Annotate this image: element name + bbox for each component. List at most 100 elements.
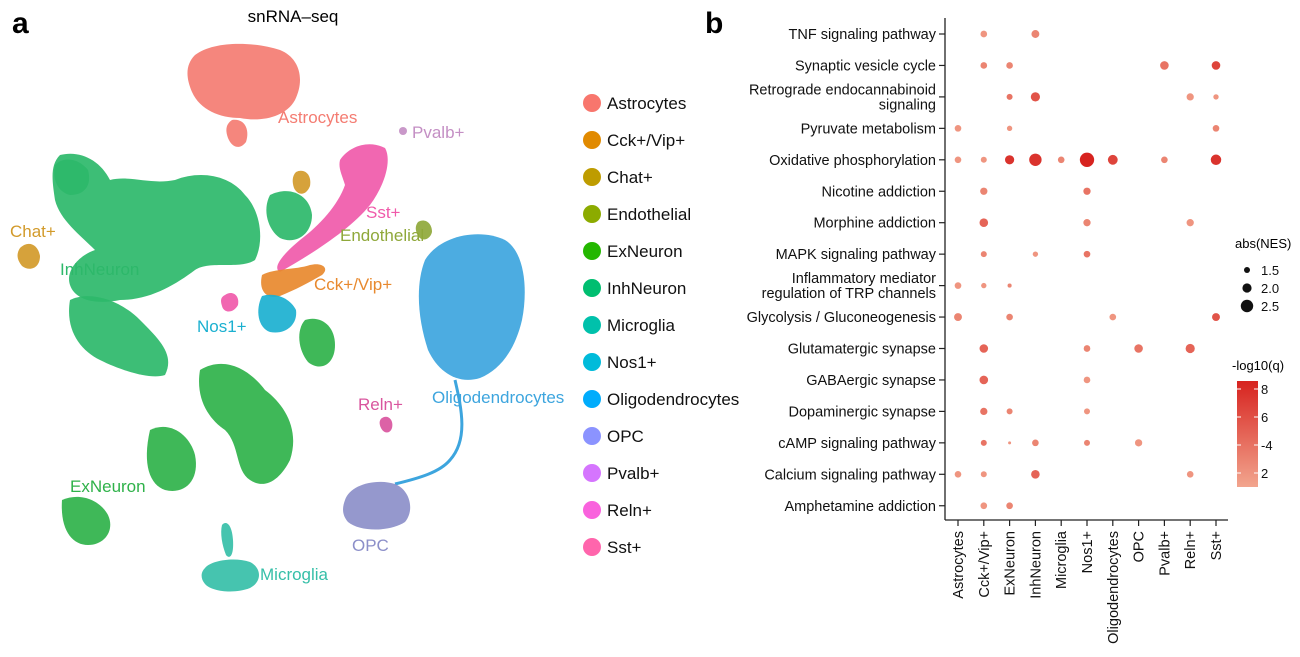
- label-astrocytes: Astrocytes: [278, 108, 357, 127]
- cluster-pvalb: [399, 127, 407, 135]
- label-cck: Cck+/Vip+: [314, 275, 392, 294]
- legend-swatch-3: [583, 205, 601, 223]
- label-reln: Reln+: [358, 395, 403, 414]
- dot-47: [1008, 441, 1012, 445]
- y-tick-label-6: Morphine addiction: [813, 216, 936, 232]
- label-pvalb: Pvalb+: [412, 123, 465, 142]
- dot-13: [954, 156, 962, 164]
- dot-41: [979, 375, 989, 385]
- panel-b-letter: b: [705, 7, 723, 40]
- legend-label-9: OPC: [607, 427, 644, 446]
- x-tick-label-3: InhNeuron: [1028, 531, 1044, 599]
- dot-56: [1006, 502, 1013, 510]
- dot-7: [1030, 92, 1040, 102]
- label-sst: Sst+: [366, 203, 401, 222]
- y-tick-label-9: Glycolysis / Gluconeogenesis: [747, 310, 936, 326]
- x-tick-label-1: Cck+/Vip+: [977, 531, 993, 598]
- dot-39: [1134, 344, 1143, 353]
- dot-20: [1161, 156, 1168, 164]
- dot-53: [1031, 470, 1040, 479]
- y-tick-label-7: MAPK signaling pathway: [776, 247, 937, 263]
- color-legend-title: -log10(q): [1232, 358, 1284, 373]
- legend-label-10: Pvalb+: [607, 464, 660, 483]
- color-legend-bar: [1237, 381, 1258, 487]
- legend-swatch-10: [583, 464, 601, 482]
- panel-a: a snRNA–seq: [10, 7, 739, 592]
- y-tick-label-1: Synaptic vesicle cycle: [795, 58, 936, 74]
- size-legend-dot-2: [1240, 299, 1254, 313]
- dot-22: [980, 187, 988, 195]
- dot-36: [1212, 313, 1220, 322]
- dot-29: [1083, 250, 1091, 258]
- umap-title: snRNA–seq: [248, 7, 339, 26]
- y-tick-label-14: Calcium signaling pathway: [764, 467, 936, 483]
- cluster-exneuron-4: [299, 318, 335, 367]
- cluster-reln: [379, 416, 393, 433]
- label-opc: OPC: [352, 536, 389, 555]
- label-chat: Chat+: [10, 222, 56, 241]
- dot-48: [1032, 439, 1039, 447]
- x-tick-label-8: Pvalb+: [1157, 531, 1173, 576]
- dot-21: [1210, 154, 1222, 166]
- label-exneuron: ExNeuron: [70, 477, 146, 496]
- color-legend: -log10(q) 86-42: [1232, 358, 1284, 487]
- dot-12: [1212, 125, 1220, 132]
- dot-32: [1007, 283, 1012, 288]
- legend-label-3: Endothelial: [607, 205, 691, 224]
- color-tick-label-2: -4: [1261, 438, 1273, 453]
- legend-swatch-11: [583, 501, 601, 519]
- dot-17: [1057, 156, 1065, 164]
- dot-55: [980, 502, 988, 510]
- legend-swatch-8: [583, 390, 601, 408]
- y-tick-label-13: cAMP signaling pathway: [778, 436, 936, 452]
- x-tick-label-0: Astrocytes: [951, 531, 967, 599]
- dot-46: [980, 439, 987, 446]
- dot-5: [1211, 61, 1221, 70]
- label-inhneuron: InhNeuron: [60, 260, 139, 279]
- dot-43: [980, 407, 988, 416]
- dot-14: [980, 156, 987, 163]
- x-tick-label-4: Microglia: [1054, 530, 1070, 589]
- legend-label-5: InhNeuron: [607, 279, 686, 298]
- dot-31: [981, 282, 987, 289]
- cluster-inhneuron-4: [266, 191, 312, 241]
- legend-label-8: Oligodendrocytes: [607, 390, 739, 409]
- dot-11: [1006, 125, 1013, 132]
- x-tick-label-7: OPC: [1132, 531, 1148, 562]
- legend-swatch-5: [583, 279, 601, 297]
- dot-18: [1079, 152, 1095, 167]
- size-legend-title: abs(NES): [1235, 236, 1291, 251]
- size-legend-label-1: 2.0: [1261, 281, 1279, 296]
- dot-30: [954, 282, 962, 289]
- x-tick-label-10: Sst+: [1209, 531, 1225, 560]
- legend-label-1: Cck+/Vip+: [607, 131, 685, 150]
- label-oligo: Oligodendrocytes: [432, 388, 564, 407]
- dot-40: [1185, 343, 1195, 354]
- x-tick-label-5: Nos1+: [1080, 531, 1096, 573]
- legend-label-6: Microglia: [607, 316, 676, 335]
- y-tick-label-3: Pyruvate metabolism: [801, 121, 936, 137]
- legend-swatch-1: [583, 131, 601, 149]
- dot-27: [980, 251, 987, 258]
- dot-26: [1186, 219, 1194, 227]
- dot-42: [1083, 376, 1091, 384]
- cluster-microglia: [201, 559, 259, 592]
- x-tick-label-6: Oligodendrocytes: [1106, 531, 1122, 644]
- legend-label-4: ExNeuron: [607, 242, 683, 261]
- dot-2: [980, 62, 988, 69]
- dot-52: [980, 471, 987, 478]
- dot-6: [1006, 93, 1013, 100]
- dot-25: [1083, 219, 1091, 227]
- y-tick-label-4: Oxidative phosphorylation: [769, 153, 936, 169]
- umap-labels: Astrocytes Pvalb+ Sst+ Endothelial Chat+…: [10, 108, 564, 584]
- size-legend-dot-0: [1244, 267, 1250, 273]
- cluster-sst: [277, 144, 388, 272]
- x-tick-label-9: Reln+: [1183, 531, 1199, 569]
- umap-plot: [17, 43, 525, 592]
- dot-44: [1006, 408, 1013, 415]
- cluster-astrocytes: [187, 43, 300, 120]
- cluster-cck: [261, 264, 326, 298]
